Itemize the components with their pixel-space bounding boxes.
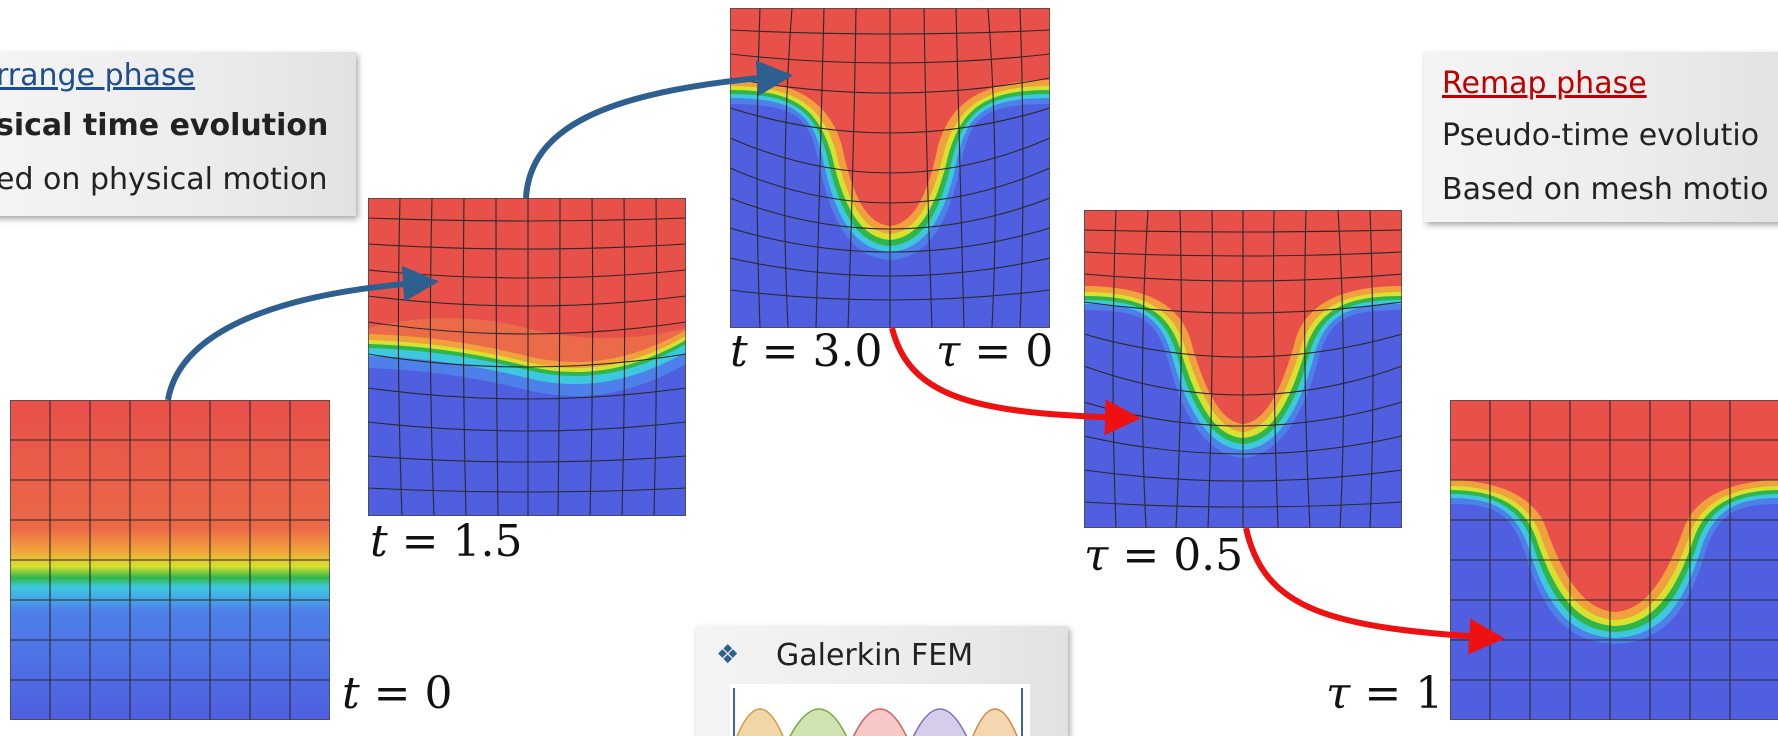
mesh-panel-t1-5: [368, 198, 686, 516]
blue-arrow-1: [165, 265, 439, 401]
label-t0-val: 0: [424, 668, 453, 719]
label-t0-var: t: [342, 668, 360, 719]
label-tau1-val: 1: [1415, 668, 1444, 719]
label-t1-5-val: 1.5: [452, 516, 523, 567]
label-t3-0: t = 3.0: [730, 326, 883, 377]
label-tau0-5: τ = 0.5: [1084, 530, 1243, 581]
mesh-panel-t3-0: [730, 8, 1050, 328]
mesh-panel-t0: [10, 400, 330, 720]
label-t1-5-eq: =: [387, 516, 453, 567]
label-tau0-eq: =: [960, 326, 1026, 377]
label-tau0-var: τ: [936, 326, 961, 377]
lagrange-phase-line2: ed on physical motion: [0, 162, 328, 197]
label-tau0-val: 0: [1025, 326, 1054, 377]
label-tau1-var: τ: [1326, 668, 1351, 719]
label-t3-0-var: t: [730, 326, 748, 377]
blue-arrow-2: [523, 60, 793, 199]
label-tau0-5-var: τ: [1084, 530, 1109, 581]
label-tau0: τ = 0: [936, 326, 1053, 377]
label-tau1-eq: =: [1350, 668, 1416, 719]
mesh-panel-tau0-5: [1084, 210, 1402, 528]
remap-phase-box: Remap phase Pseudo-time evolutio Based o…: [1424, 52, 1778, 222]
label-t1-5-var: t: [370, 516, 388, 567]
fem-bullet-icon: ❖: [716, 640, 740, 670]
label-t1-5: t = 1.5: [370, 516, 523, 567]
lagrange-phase-line1: sical time evolution: [0, 108, 329, 143]
red-arrow-2: [1243, 527, 1505, 655]
red-arrow-1: [889, 327, 1141, 436]
label-t0: t = 0: [342, 668, 453, 719]
label-tau0-5-val: 0.5: [1173, 530, 1244, 581]
label-tau0-5-eq: =: [1108, 530, 1174, 581]
remap-phase-title: Remap phase: [1442, 66, 1647, 101]
lagrange-phase-title: rrange phase: [0, 58, 196, 93]
remap-phase-line2: Based on mesh motio: [1442, 172, 1769, 207]
fem-title: Galerkin FEM: [776, 638, 974, 673]
lagrange-phase-box: rrange phase sical time evolution ed on …: [0, 52, 356, 216]
remap-phase-line1: Pseudo-time evolutio: [1442, 118, 1760, 153]
label-t0-eq: =: [359, 668, 425, 719]
label-tau1: τ = 1: [1326, 668, 1443, 719]
label-t3-0-eq: =: [747, 326, 813, 377]
mesh-panel-tau1: [1450, 400, 1778, 720]
label-t3-0-val: 3.0: [812, 326, 883, 377]
